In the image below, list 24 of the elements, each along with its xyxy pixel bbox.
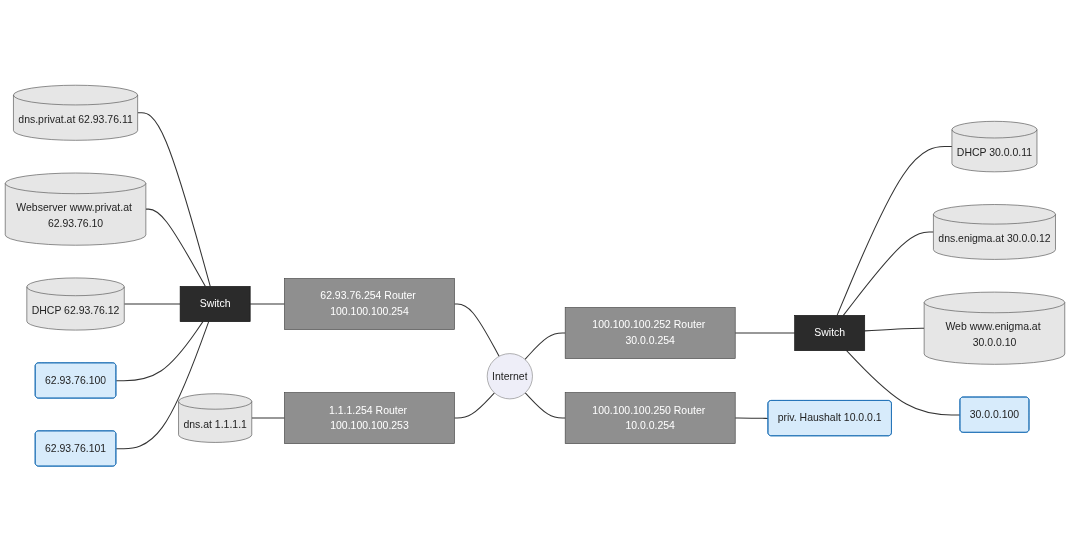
connector bbox=[842, 231, 934, 317]
connector bbox=[251, 417, 285, 419]
connector bbox=[145, 208, 206, 288]
node-box: 62.93.76.254 Router 100.100.100.254 bbox=[284, 278, 455, 331]
connector bbox=[836, 146, 953, 317]
connector bbox=[115, 321, 210, 450]
connector bbox=[734, 332, 796, 334]
connector bbox=[524, 392, 566, 419]
node-box: Switch bbox=[179, 286, 251, 323]
connector bbox=[846, 350, 961, 416]
connector bbox=[453, 303, 500, 358]
connector bbox=[453, 392, 495, 419]
connector bbox=[249, 303, 285, 305]
connector bbox=[524, 332, 566, 361]
node-box: 100.100.100.250 Router 10.0.0.254 bbox=[564, 392, 736, 445]
connector bbox=[734, 417, 769, 420]
node-circle: Internet bbox=[486, 353, 533, 400]
node-box: 100.100.100.252 Router 30.0.0.254 bbox=[564, 307, 736, 360]
node-box: 1.1.1.254 Router 100.100.100.253 bbox=[284, 392, 455, 445]
connector bbox=[115, 321, 204, 382]
node-box: Switch bbox=[794, 315, 866, 352]
connector bbox=[137, 112, 211, 288]
connector bbox=[123, 303, 181, 305]
connector bbox=[864, 328, 925, 332]
